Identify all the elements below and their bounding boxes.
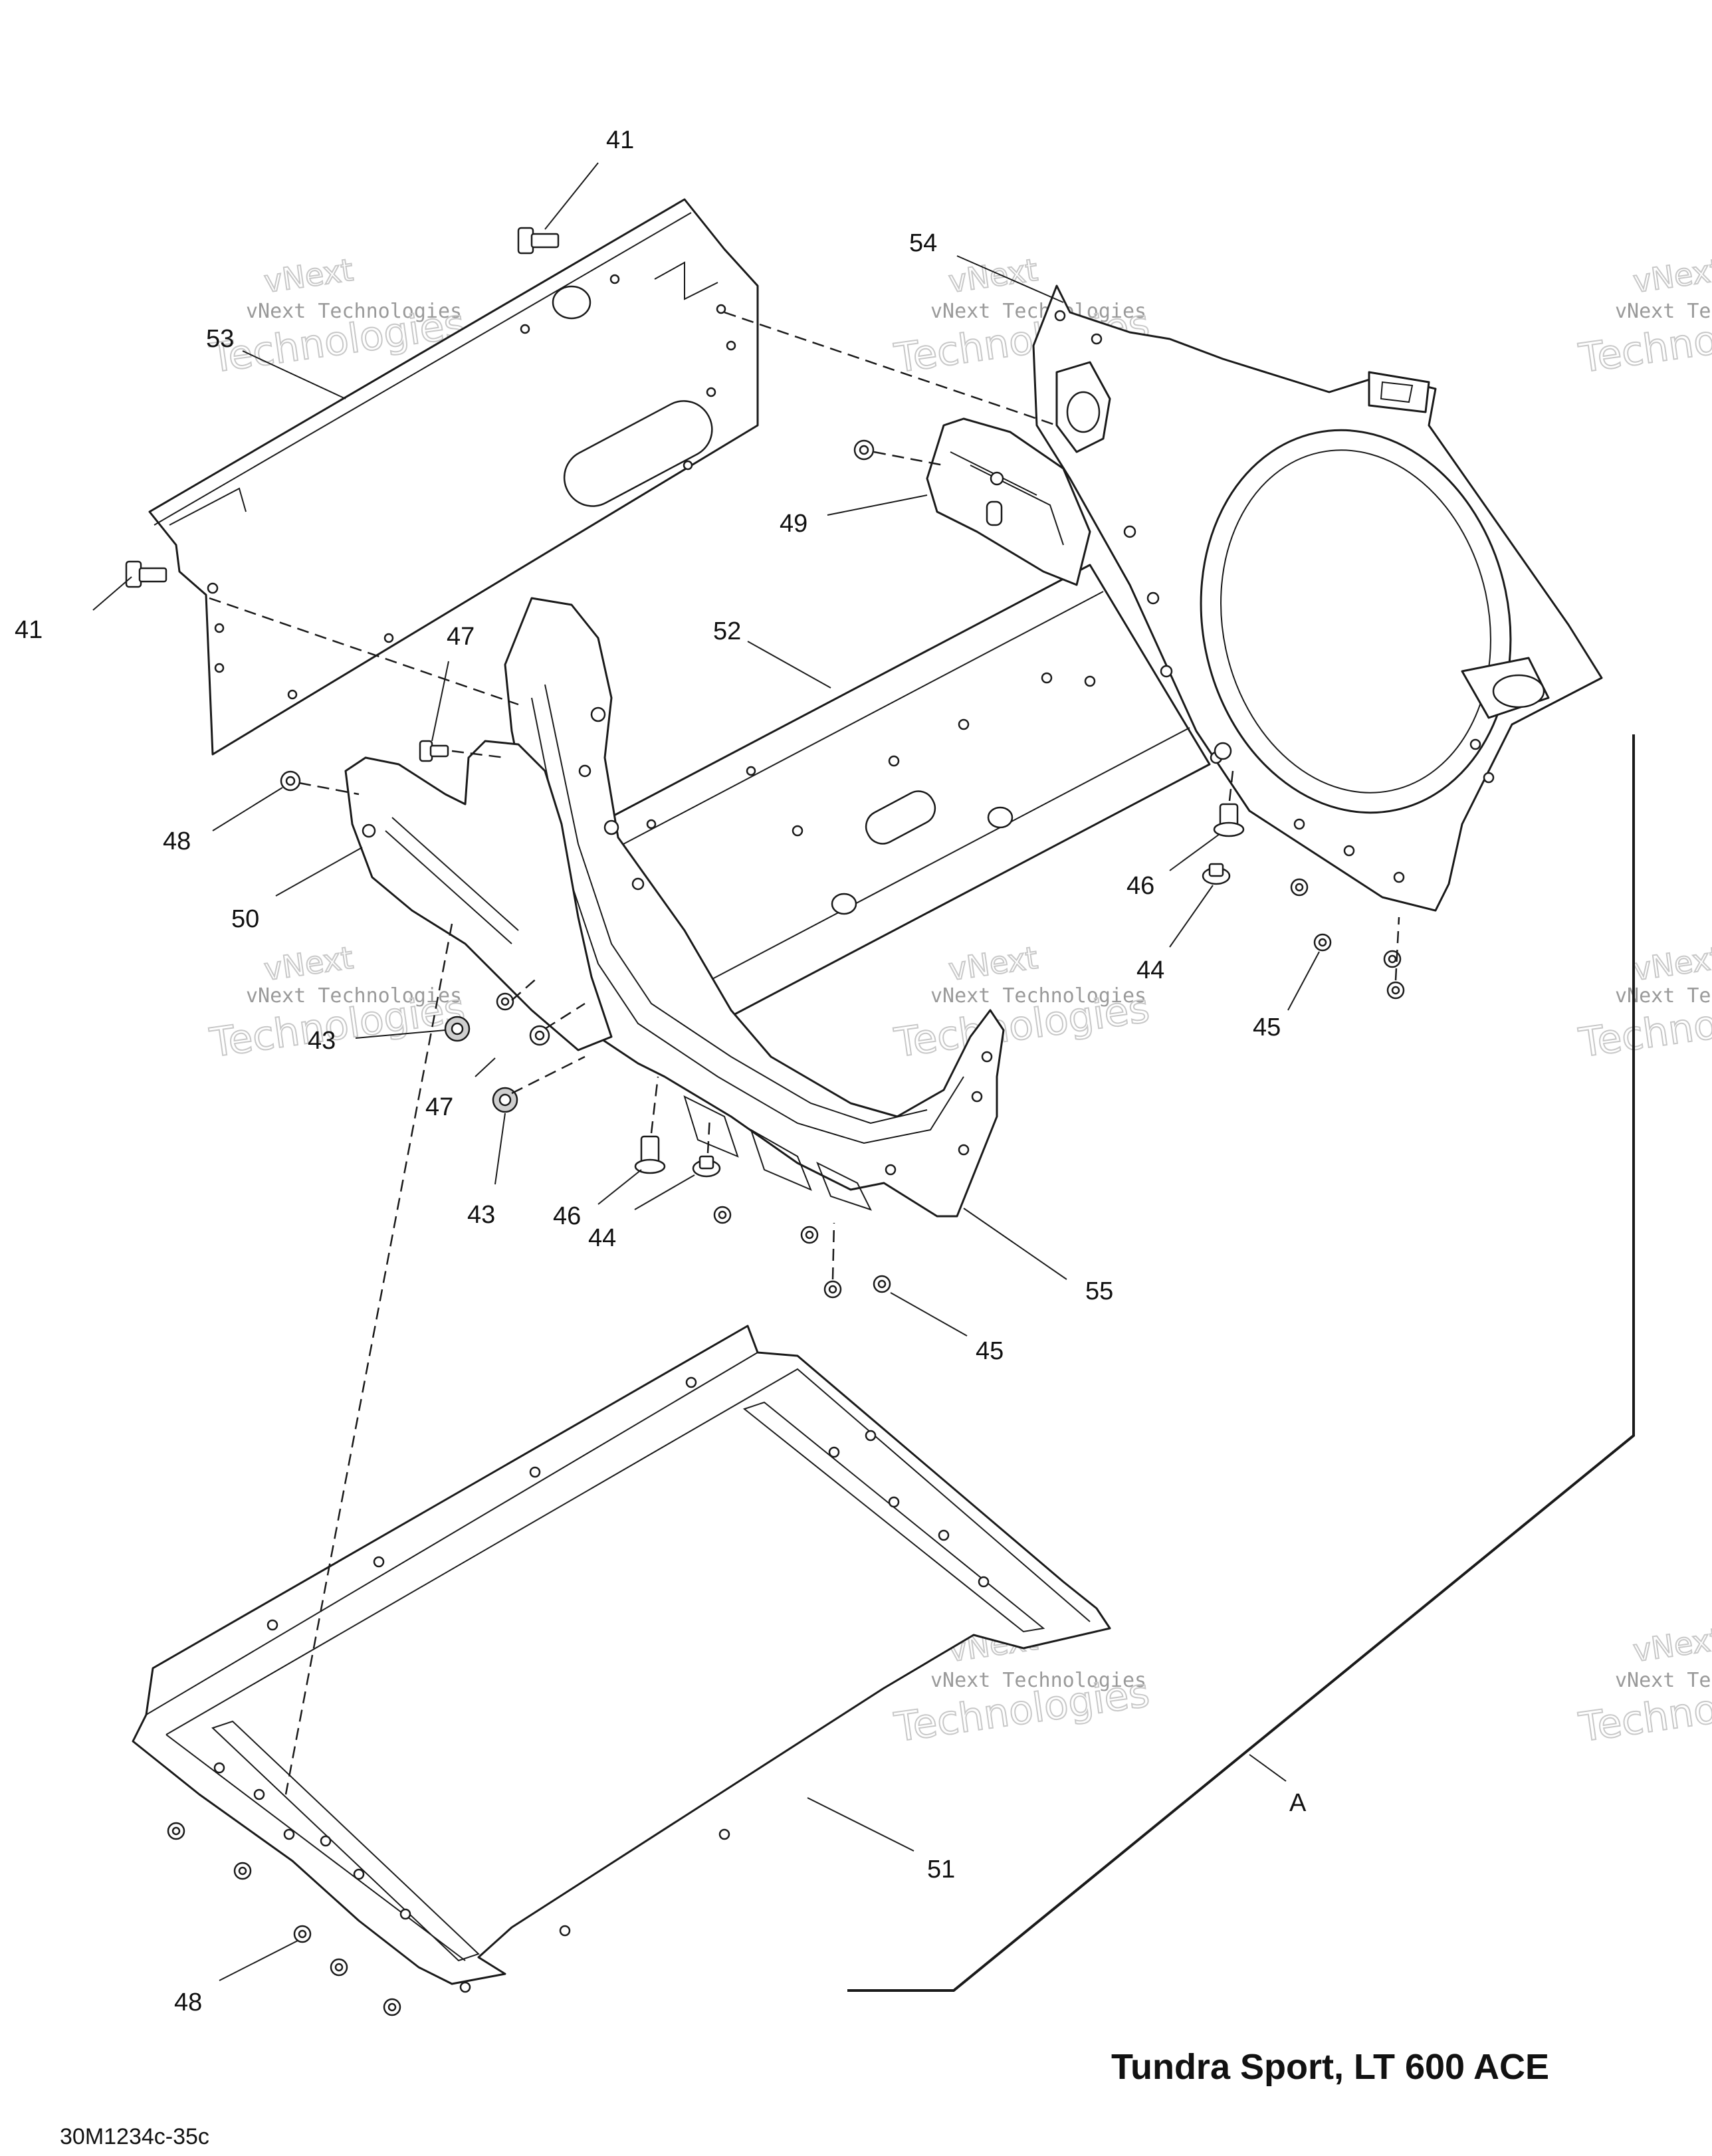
figure-code: 30M1234c-35c — [60, 2124, 209, 2149]
callout-51: 51 — [927, 1856, 955, 1884]
callout-43-left: 43 — [308, 1027, 336, 1055]
watermark-vnext: vNext — [262, 940, 356, 988]
watermark: vNext vNext Technologies Technologies — [206, 939, 468, 1067]
front-hoop-part-54 — [1032, 284, 1603, 912]
nut-45-c — [823, 1280, 842, 1299]
watermark-vnext: vNext — [1631, 940, 1712, 988]
watermark-vnext: vNext — [946, 940, 1040, 988]
watermark: vNext vNext Technologies Technologies — [1575, 251, 1712, 383]
watermark-text: vNext Technologies — [930, 300, 1146, 323]
nut-45-b — [800, 1226, 819, 1244]
watermark: vNext vNext Technologies Technologies — [1575, 1620, 1712, 1752]
bolt-41-left — [125, 560, 167, 588]
assembly-lines — [209, 311, 1400, 1795]
callout-49: 49 — [780, 510, 807, 538]
panel-slot — [563, 400, 713, 507]
callout-44-left: 44 — [588, 1224, 616, 1252]
nut-45-g — [1383, 950, 1402, 968]
callout-43-bottom: 43 — [467, 1201, 495, 1229]
nut-48-bottom — [167, 1822, 401, 2016]
callout-48-top: 48 — [163, 827, 191, 855]
bolt-47-top — [419, 740, 449, 762]
rivet-46-b — [1213, 803, 1245, 837]
watermark-vnext: vNext — [946, 252, 1040, 300]
callout-labels: 41 41 53 54 49 52 47 48 50 46 44 45 43 4… — [15, 126, 1281, 2016]
watermark-text: vNext Technologies — [246, 984, 462, 1008]
bolt-41-top — [517, 227, 560, 255]
side-bracket-part-49 — [926, 417, 1091, 586]
watermark-vnext: vNext — [1631, 252, 1712, 300]
frame-rail-part-55 — [504, 597, 1005, 1218]
nut-49 — [853, 439, 875, 461]
view-marker-leader — [1249, 1754, 1287, 1782]
callout-45-right: 45 — [1253, 1014, 1281, 1041]
nut-45-h — [1386, 981, 1405, 1000]
nut-43-small — [496, 992, 514, 1011]
callout-41-left: 41 — [15, 616, 43, 644]
skid-plate-part-51 — [132, 1325, 1111, 1993]
rear-panel-part-53 — [148, 198, 759, 756]
callout-54: 54 — [909, 229, 937, 257]
cross-member-part-52 — [584, 564, 1211, 1031]
watermark-text: vNext Technologies — [930, 1669, 1146, 1692]
callout-50: 50 — [231, 905, 259, 933]
watermark-vnext: vNext — [1631, 1621, 1712, 1669]
callout-41-top: 41 — [606, 126, 634, 154]
callout-47-mid: 47 — [425, 1093, 453, 1121]
panel-hole — [552, 285, 591, 320]
callout-55: 55 — [1085, 1277, 1113, 1305]
callout-52: 52 — [713, 617, 741, 645]
fasteners — [125, 227, 1405, 2016]
bolt-47-mid — [529, 1025, 550, 1046]
watermark-vnext: vNext — [262, 252, 356, 300]
callout-44-right: 44 — [1136, 956, 1164, 984]
nut-45-e — [1290, 878, 1309, 897]
side-bracket-part-50 — [344, 740, 613, 1051]
callout-48-bottom: 48 — [174, 1989, 202, 2016]
hoop-mount-hole — [1492, 674, 1545, 708]
callout-46-right: 46 — [1126, 872, 1154, 900]
view-marker-label: A — [1289, 1789, 1307, 1817]
watermark-text: vNext Technologies — [1615, 300, 1712, 323]
cross-member-slot — [865, 790, 936, 845]
watermark-text: vNext Technologies — [930, 984, 1146, 1008]
nut-43-a — [444, 1016, 471, 1042]
watermark-text: vNext Technologies — [1615, 984, 1712, 1008]
callout-46-left: 46 — [553, 1202, 581, 1230]
rivet-46-a — [634, 1135, 666, 1174]
nut-45-f — [1313, 933, 1332, 952]
nut-48-top — [280, 770, 301, 792]
model-title: Tundra Sport, LT 600 ACE — [1111, 2047, 1549, 2087]
callout-leaders — [92, 162, 1320, 1981]
callout-53: 53 — [206, 325, 234, 353]
watermark-text: vNext Technologies — [1615, 1669, 1712, 1692]
rivet-44-b — [1202, 863, 1231, 885]
watermark: vNext vNext Technologies Technologies — [1575, 939, 1712, 1067]
nut-45-a — [713, 1206, 732, 1224]
watermark-text: vNext Technologies — [246, 300, 462, 323]
callout-45-bottom: 45 — [976, 1337, 1004, 1365]
view-frame: A — [847, 734, 1635, 1992]
callout-47-top: 47 — [447, 623, 475, 651]
rivet-44-a — [692, 1155, 721, 1178]
nut-45-d — [873, 1275, 891, 1293]
watermark: vNext vNext Technologies Technologies — [891, 939, 1152, 1067]
nut-43-b — [492, 1087, 518, 1113]
view-boundary-line — [847, 734, 1635, 1992]
